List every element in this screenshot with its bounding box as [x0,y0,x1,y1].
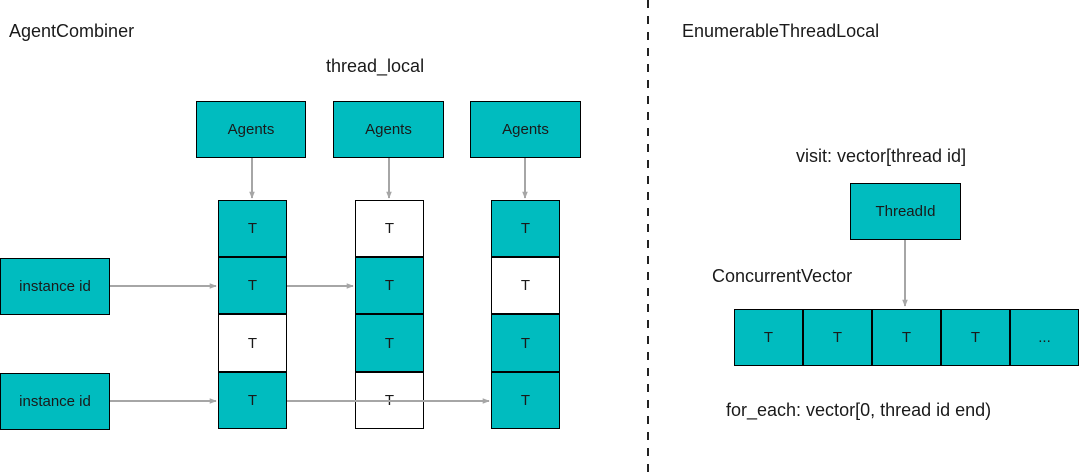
enumerable-thread-local-title: EnumerableThreadLocal [682,21,880,41]
visit-label: visit: vector[thread id] [796,146,967,166]
thread-cell: T [491,372,560,429]
vector-cell: T [734,309,803,366]
agents-box: Agents [196,101,306,158]
vector-cell: T [872,309,941,366]
vector-cell: T [941,309,1010,366]
agents-box: Agents [333,101,444,158]
thread-cell: T [355,200,424,257]
thread-cell: T [218,372,287,429]
instance-id-box: instance id [0,258,110,315]
thread-local-label: thread_local [326,56,425,76]
thread-cell: T [491,200,560,257]
agent-combiner-title: AgentCombiner [9,21,135,41]
thread-id-box: ThreadId [850,183,961,240]
thread-cell: T [218,257,287,314]
thread-cell: T [355,257,424,314]
instance-id-box: instance id [0,373,110,430]
thread-cell: T [491,314,560,372]
agents-box: Agents [470,101,581,158]
concurrent-vector-label: ConcurrentVector [712,266,853,286]
vector-cell: ... [1010,309,1079,366]
for-each-label: for_each: vector[0, thread id end) [726,400,992,420]
thread-cell: T [218,314,287,372]
thread-cell: T [491,257,560,314]
thread-cell: T [355,314,424,372]
thread-cell: T [355,372,424,429]
thread-cell: T [218,200,287,257]
vector-cell: T [803,309,872,366]
